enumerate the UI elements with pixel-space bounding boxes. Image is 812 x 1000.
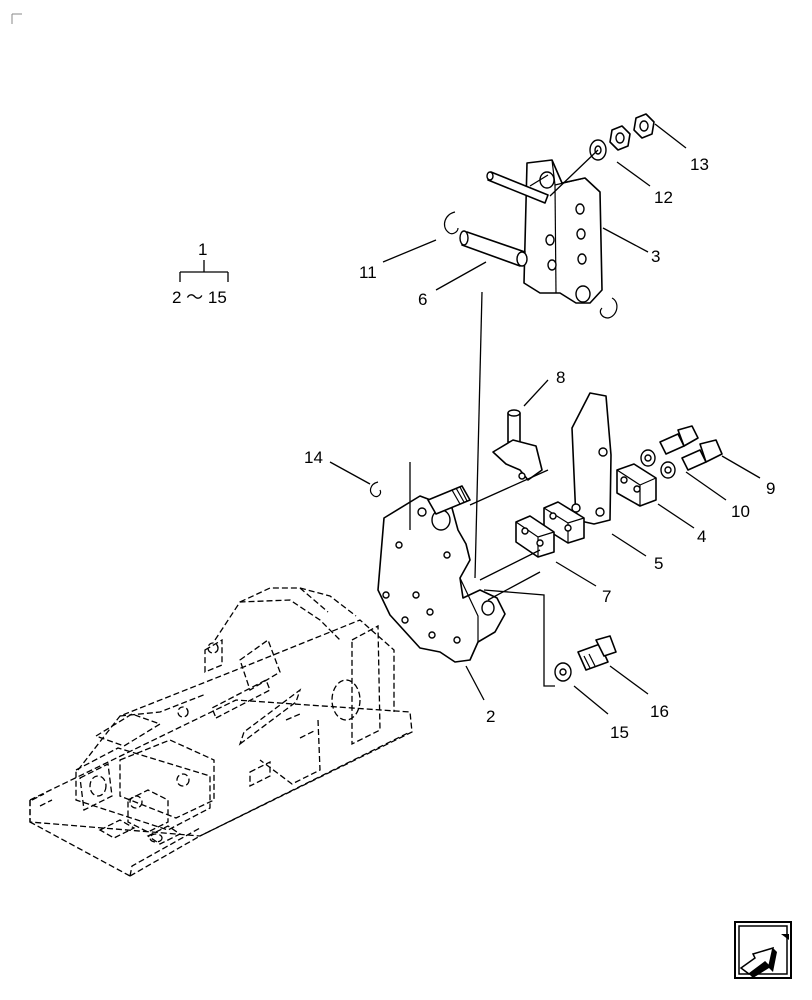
callout-13: 13 [690,155,709,174]
ref-group-range: 2 ～ 15 [172,288,227,307]
top-link-bracket [523,159,603,304]
ref-group-top: 1 [198,240,207,259]
threaded-stud [427,485,471,515]
washer-15 [554,662,572,682]
clip-14 [369,481,382,498]
next-page-arrow-icon[interactable] [733,920,795,982]
spacer-7 [515,515,555,558]
bolt-16 [577,635,617,671]
top-pin [486,171,549,204]
ref-group-bracket [179,260,229,282]
main-bracket-2 [377,495,506,663]
washers-10 [640,449,676,479]
callout-5: 5 [654,554,663,573]
callout-3: 3 [651,247,660,266]
callout-8: 8 [556,368,565,387]
callout-10: 10 [731,502,750,521]
spacer-4 [616,463,657,507]
callout-9: 9 [766,479,775,498]
callout-14: 14 [304,448,323,467]
pin-6 [459,230,528,267]
callout-7: 7 [602,587,611,606]
callout-4: 4 [697,527,706,546]
lift-housing [29,587,413,877]
leader-lines [329,123,761,715]
callout-16: 16 [650,702,669,721]
callout-15: 15 [610,723,629,742]
crop-mark [11,13,22,24]
callout-11: 11 [359,263,377,282]
lever-pin-8 [492,409,543,481]
ref-group: 1 2 ～ 15 [172,240,229,307]
callout-labels: 2 3 4 5 6 7 8 9 10 11 12 13 14 15 16 [304,155,775,742]
tall-plate [571,392,612,525]
callout-12: 12 [654,188,673,207]
nut-13 [609,113,655,151]
callout-6: 6 [418,290,427,309]
bolts-9 [659,425,723,471]
callout-2: 2 [486,707,495,726]
clip-11 [443,211,618,319]
